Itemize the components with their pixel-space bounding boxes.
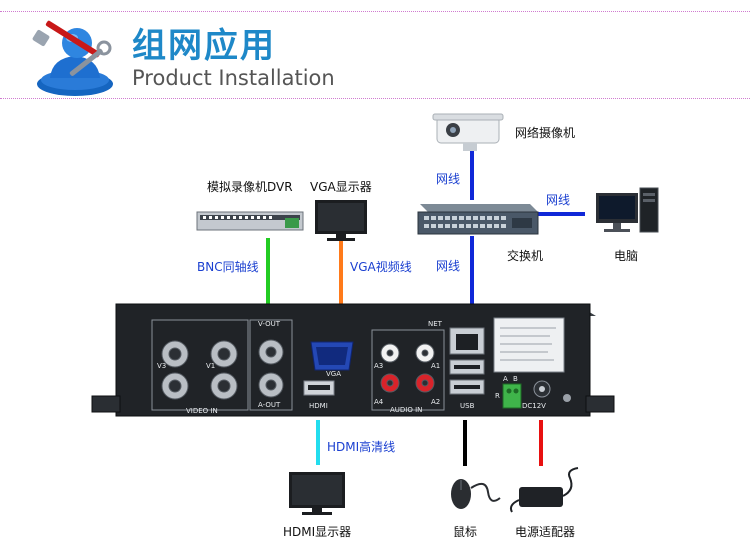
mouse-icon — [451, 479, 501, 509]
ip-camera-icon — [432, 113, 504, 151]
panel-video-in-label: VIDEO IN — [186, 407, 218, 415]
network-switch-icon — [417, 204, 539, 235]
computer-icon — [596, 187, 659, 233]
panel-a4-label: A4 — [374, 398, 384, 406]
panel-audio-in-label: AUDIO IN — [390, 406, 422, 414]
camera-net-cable-label: 网线 — [436, 172, 461, 186]
device-label-sticker — [493, 317, 565, 373]
page-subtitle: Product Installation — [132, 66, 335, 90]
pc-net-cable-label: 网线 — [546, 193, 571, 207]
panel-vga-label: VGA — [326, 370, 341, 378]
panel-hdmi-label: HDMI — [309, 402, 328, 410]
panel-ab-b-label: B — [513, 375, 518, 383]
dc-power-jack — [533, 380, 551, 398]
panel-v3-label: V3 — [157, 362, 166, 370]
page-title: 组网应用 — [132, 26, 276, 66]
tools-person-icon — [32, 20, 113, 96]
panel-v1-label: V1 — [206, 362, 215, 370]
power-adapter-icon — [509, 467, 579, 513]
switch-label: 交换机 — [507, 249, 544, 263]
vga-port — [310, 341, 354, 371]
panel-r-label: R — [495, 392, 500, 400]
usb-ports — [449, 359, 485, 395]
panel-usb-label: USB — [460, 402, 475, 410]
analog-dvr-icon — [196, 211, 304, 231]
hdmi-cable-label: HDMI高清线 — [327, 440, 396, 454]
panel-v-out-label: V-OUT — [258, 320, 281, 328]
hdmi-monitor-label: HDMI显示器 — [283, 525, 352, 539]
vga-monitor-label: VGA显示器 — [310, 180, 372, 194]
power-adapter-label: 电源适配器 — [515, 525, 576, 539]
net-port — [449, 327, 485, 355]
computer-label: 电脑 — [614, 249, 639, 263]
hdmi-monitor-icon — [289, 472, 345, 515]
panel-a2-label: A2 — [431, 398, 440, 406]
vga-monitor-icon — [315, 200, 367, 241]
ip-camera-label: 网络摄像机 — [515, 126, 576, 140]
ground-screw — [563, 394, 571, 402]
switch-net-cable-label: 网线 — [436, 259, 461, 273]
header-logo — [32, 20, 113, 96]
bnc-cable-label: BNC同轴线 — [197, 260, 259, 274]
mouse-label: 鼠标 — [453, 525, 478, 539]
panel-ab-a-label: A — [503, 375, 508, 383]
header-top-divider — [0, 11, 750, 12]
audio-rca-jacks — [380, 343, 435, 393]
analog-dvr-label: 模拟录像机DVR — [207, 180, 293, 194]
bnc-connectors — [161, 339, 284, 400]
panel-a1-label: A1 — [431, 362, 440, 370]
vga-cable-label: VGA视频线 — [350, 260, 412, 274]
hdmi-port — [303, 380, 335, 396]
panel-net-label: NET — [428, 320, 443, 328]
panel-dc-label: DC12V — [522, 402, 546, 410]
terminal-block — [502, 383, 522, 409]
panel-a3-label: A3 — [374, 362, 383, 370]
header-bottom-divider — [0, 98, 750, 99]
panel-a-out-label: A-OUT — [258, 401, 281, 409]
